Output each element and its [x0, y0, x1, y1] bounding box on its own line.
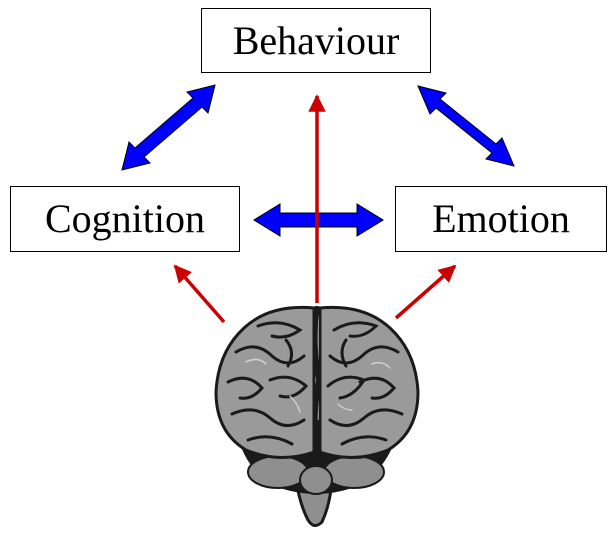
node-cognition-label: Cognition: [44, 196, 206, 241]
arrow-behaviour-emotion: [417, 85, 515, 167]
node-emotion: Emotion: [395, 186, 607, 252]
node-behaviour-label: Behaviour: [232, 17, 400, 63]
arrow-cognition-behaviour: [121, 84, 216, 171]
node-cognition: Cognition: [10, 186, 240, 252]
node-behaviour: Behaviour: [201, 8, 431, 73]
arrow-brain-cognition: [173, 264, 226, 324]
brain-icon: [214, 305, 420, 527]
arrow-brain-emotion: [394, 264, 457, 320]
node-emotion-label: Emotion: [432, 196, 570, 241]
